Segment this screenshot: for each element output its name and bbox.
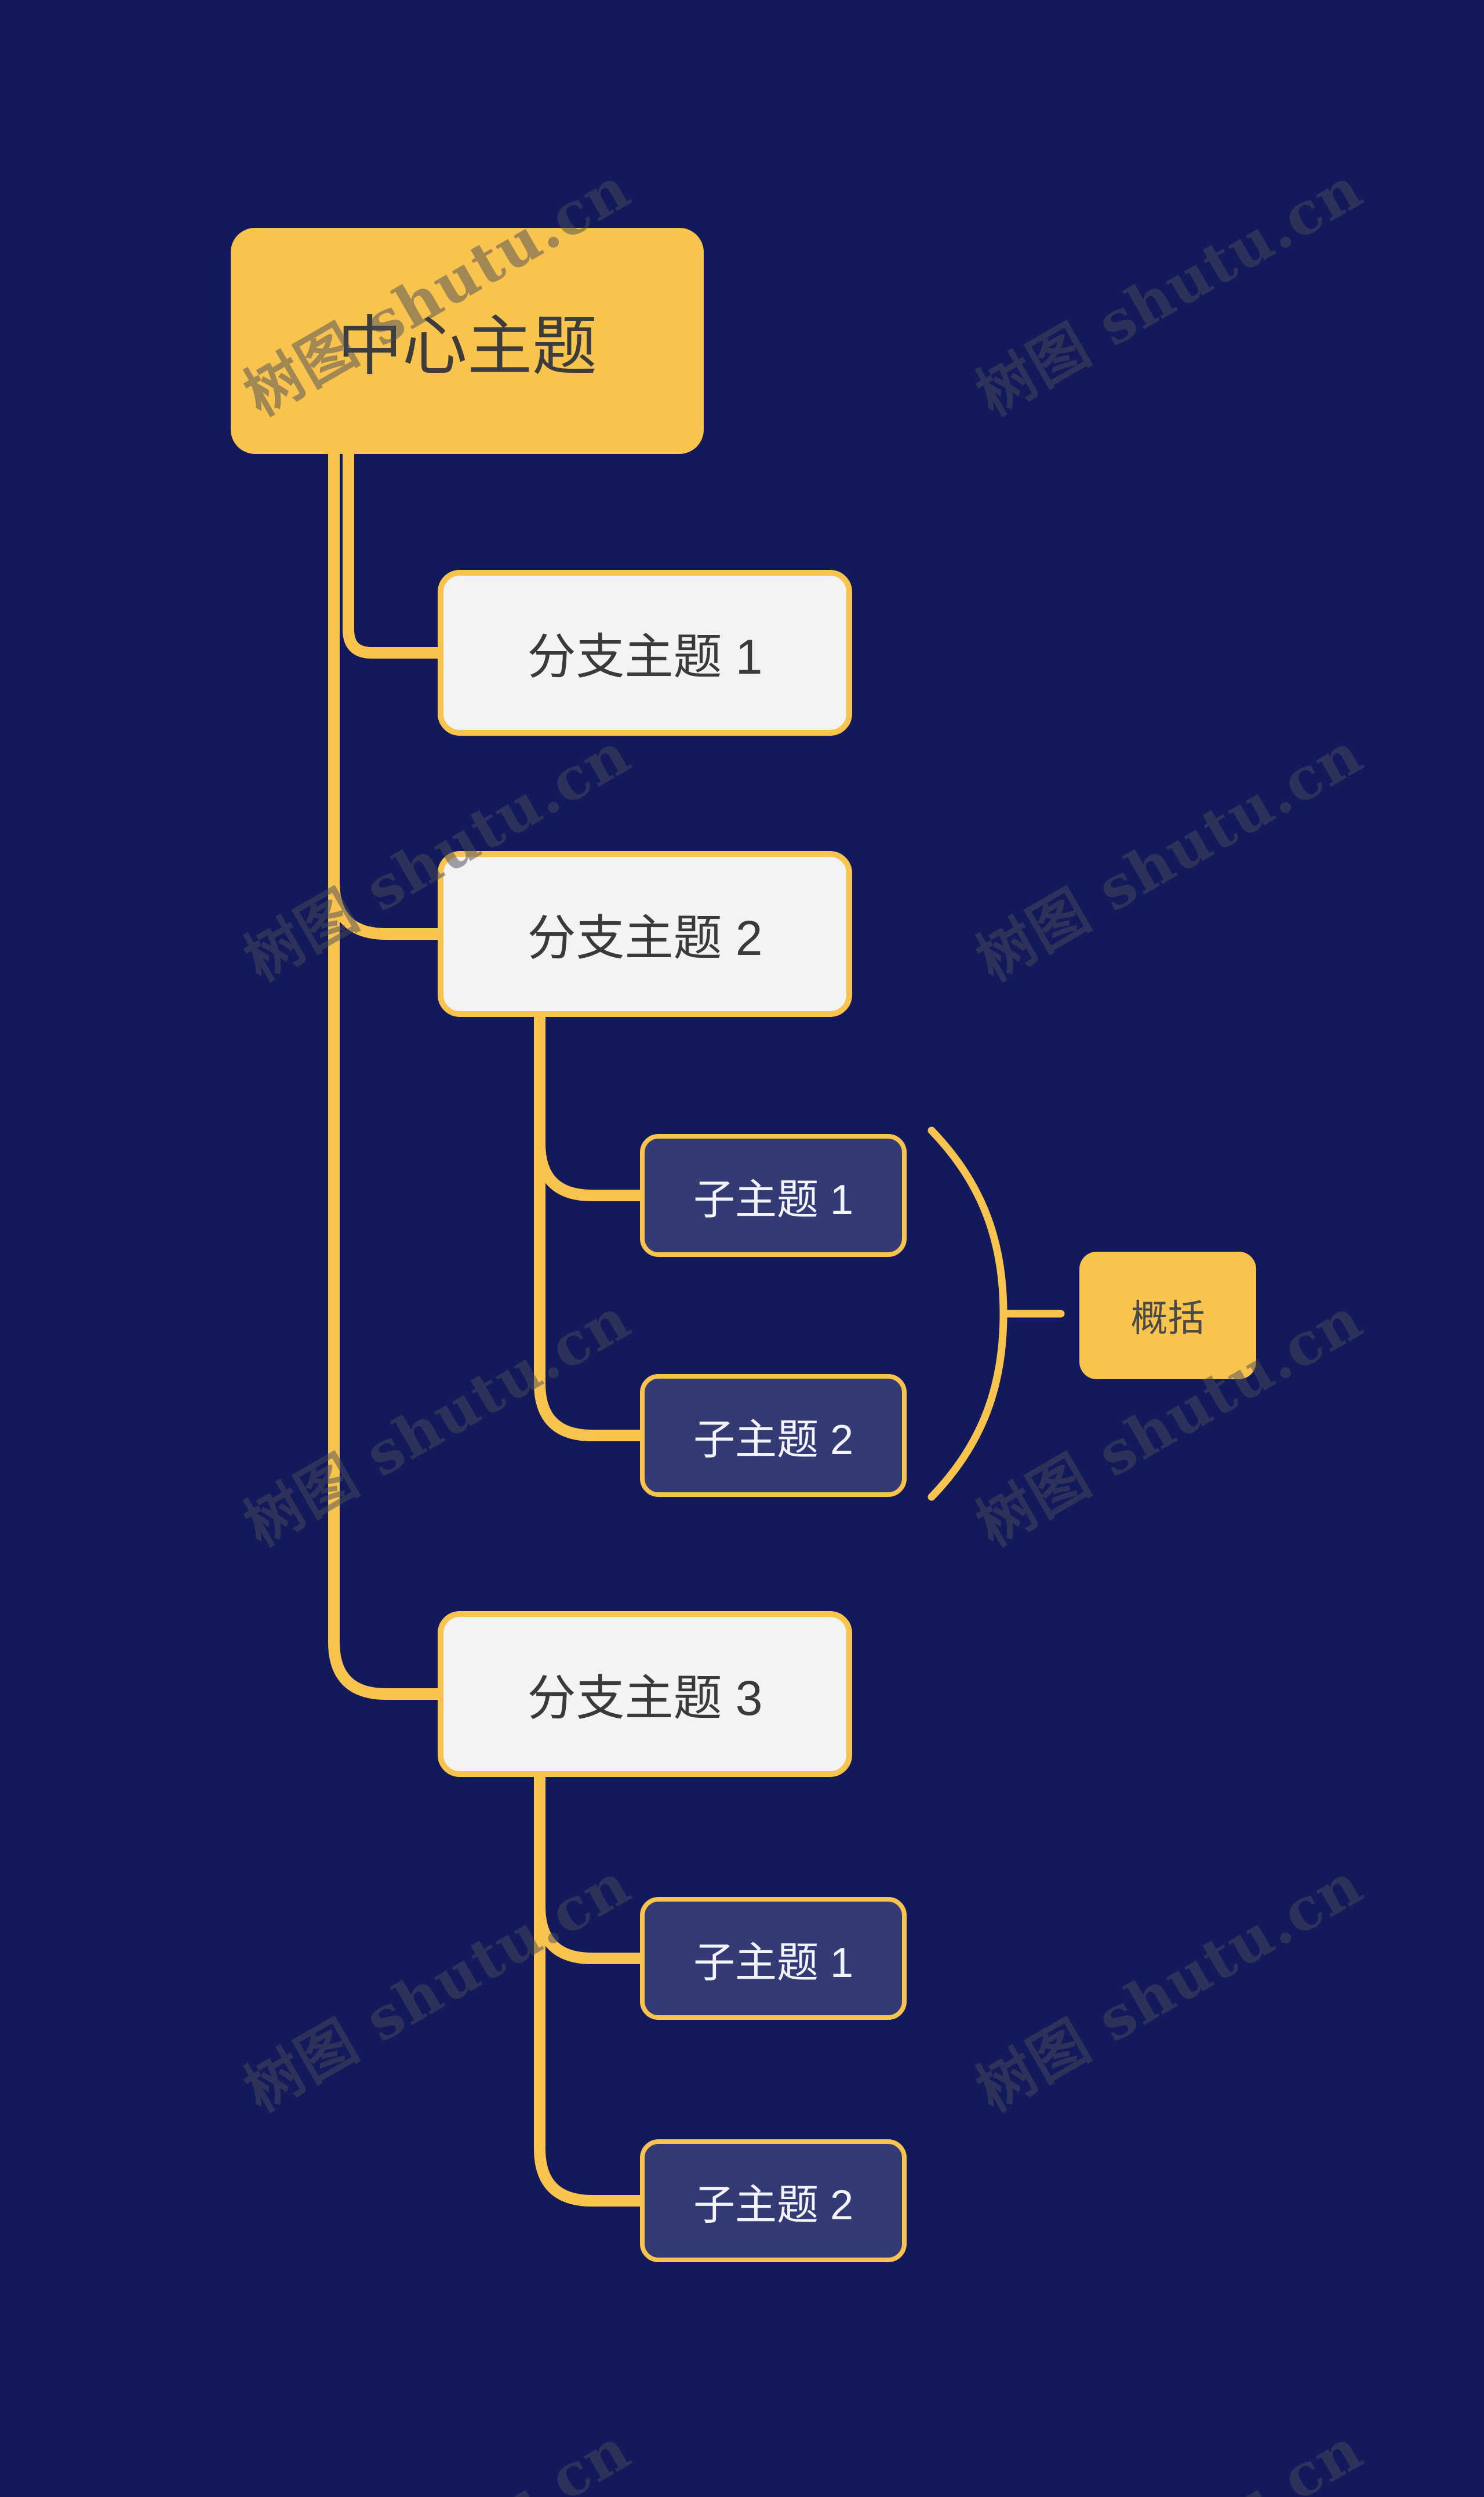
branch-topic-2-node[interactable]: 分支主题 2 bbox=[438, 851, 852, 1017]
summary-brace bbox=[928, 1126, 1007, 1501]
connector-branch-3-to-subtopic-2 bbox=[534, 1773, 645, 2207]
branch-2-subtopic-2-node[interactable]: 子主题 2 bbox=[640, 1374, 907, 1497]
connector-branch-2-to-subtopic-2 bbox=[534, 1013, 645, 1441]
branch-3-subtopic-1-label: 子主题 1 bbox=[693, 1939, 854, 1986]
branch-topic-1-node[interactable]: 分支主题 1 bbox=[438, 570, 852, 736]
branch-2-subtopic-1-node[interactable]: 子主题 1 bbox=[640, 1134, 907, 1257]
branch-topic-3-node[interactable]: 分支主题 3 bbox=[438, 1611, 852, 1777]
central-topic-label: 中心主题 bbox=[337, 310, 597, 383]
summary-label: 概括 bbox=[1130, 1297, 1205, 1339]
branch-2-subtopic-2-label: 子主题 2 bbox=[693, 1416, 854, 1463]
branch-topic-2-label: 分支主题 2 bbox=[527, 910, 763, 965]
branch-2-subtopic-1-label: 子主题 1 bbox=[693, 1176, 854, 1223]
connector-central-to-branch-1 bbox=[343, 446, 443, 659]
connector-branch-3-to-subtopic-1 bbox=[534, 1773, 645, 1964]
connector-branch-2-to-subtopic-1 bbox=[534, 1013, 645, 1201]
connector-central-to-branch-3 bbox=[328, 446, 443, 1700]
branch-3-subtopic-2-label: 子主题 2 bbox=[693, 2182, 854, 2229]
branch-topic-3-label: 分支主题 3 bbox=[527, 1670, 763, 1725]
summary-node[interactable]: 概括 bbox=[1079, 1252, 1256, 1379]
central-topic-node[interactable]: 中心主题 bbox=[231, 228, 704, 454]
branch-topic-1-label: 分支主题 1 bbox=[527, 629, 763, 684]
branch-3-subtopic-1-node[interactable]: 子主题 1 bbox=[640, 1897, 907, 2020]
branch-3-subtopic-2-node[interactable]: 子主题 2 bbox=[640, 2139, 907, 2262]
